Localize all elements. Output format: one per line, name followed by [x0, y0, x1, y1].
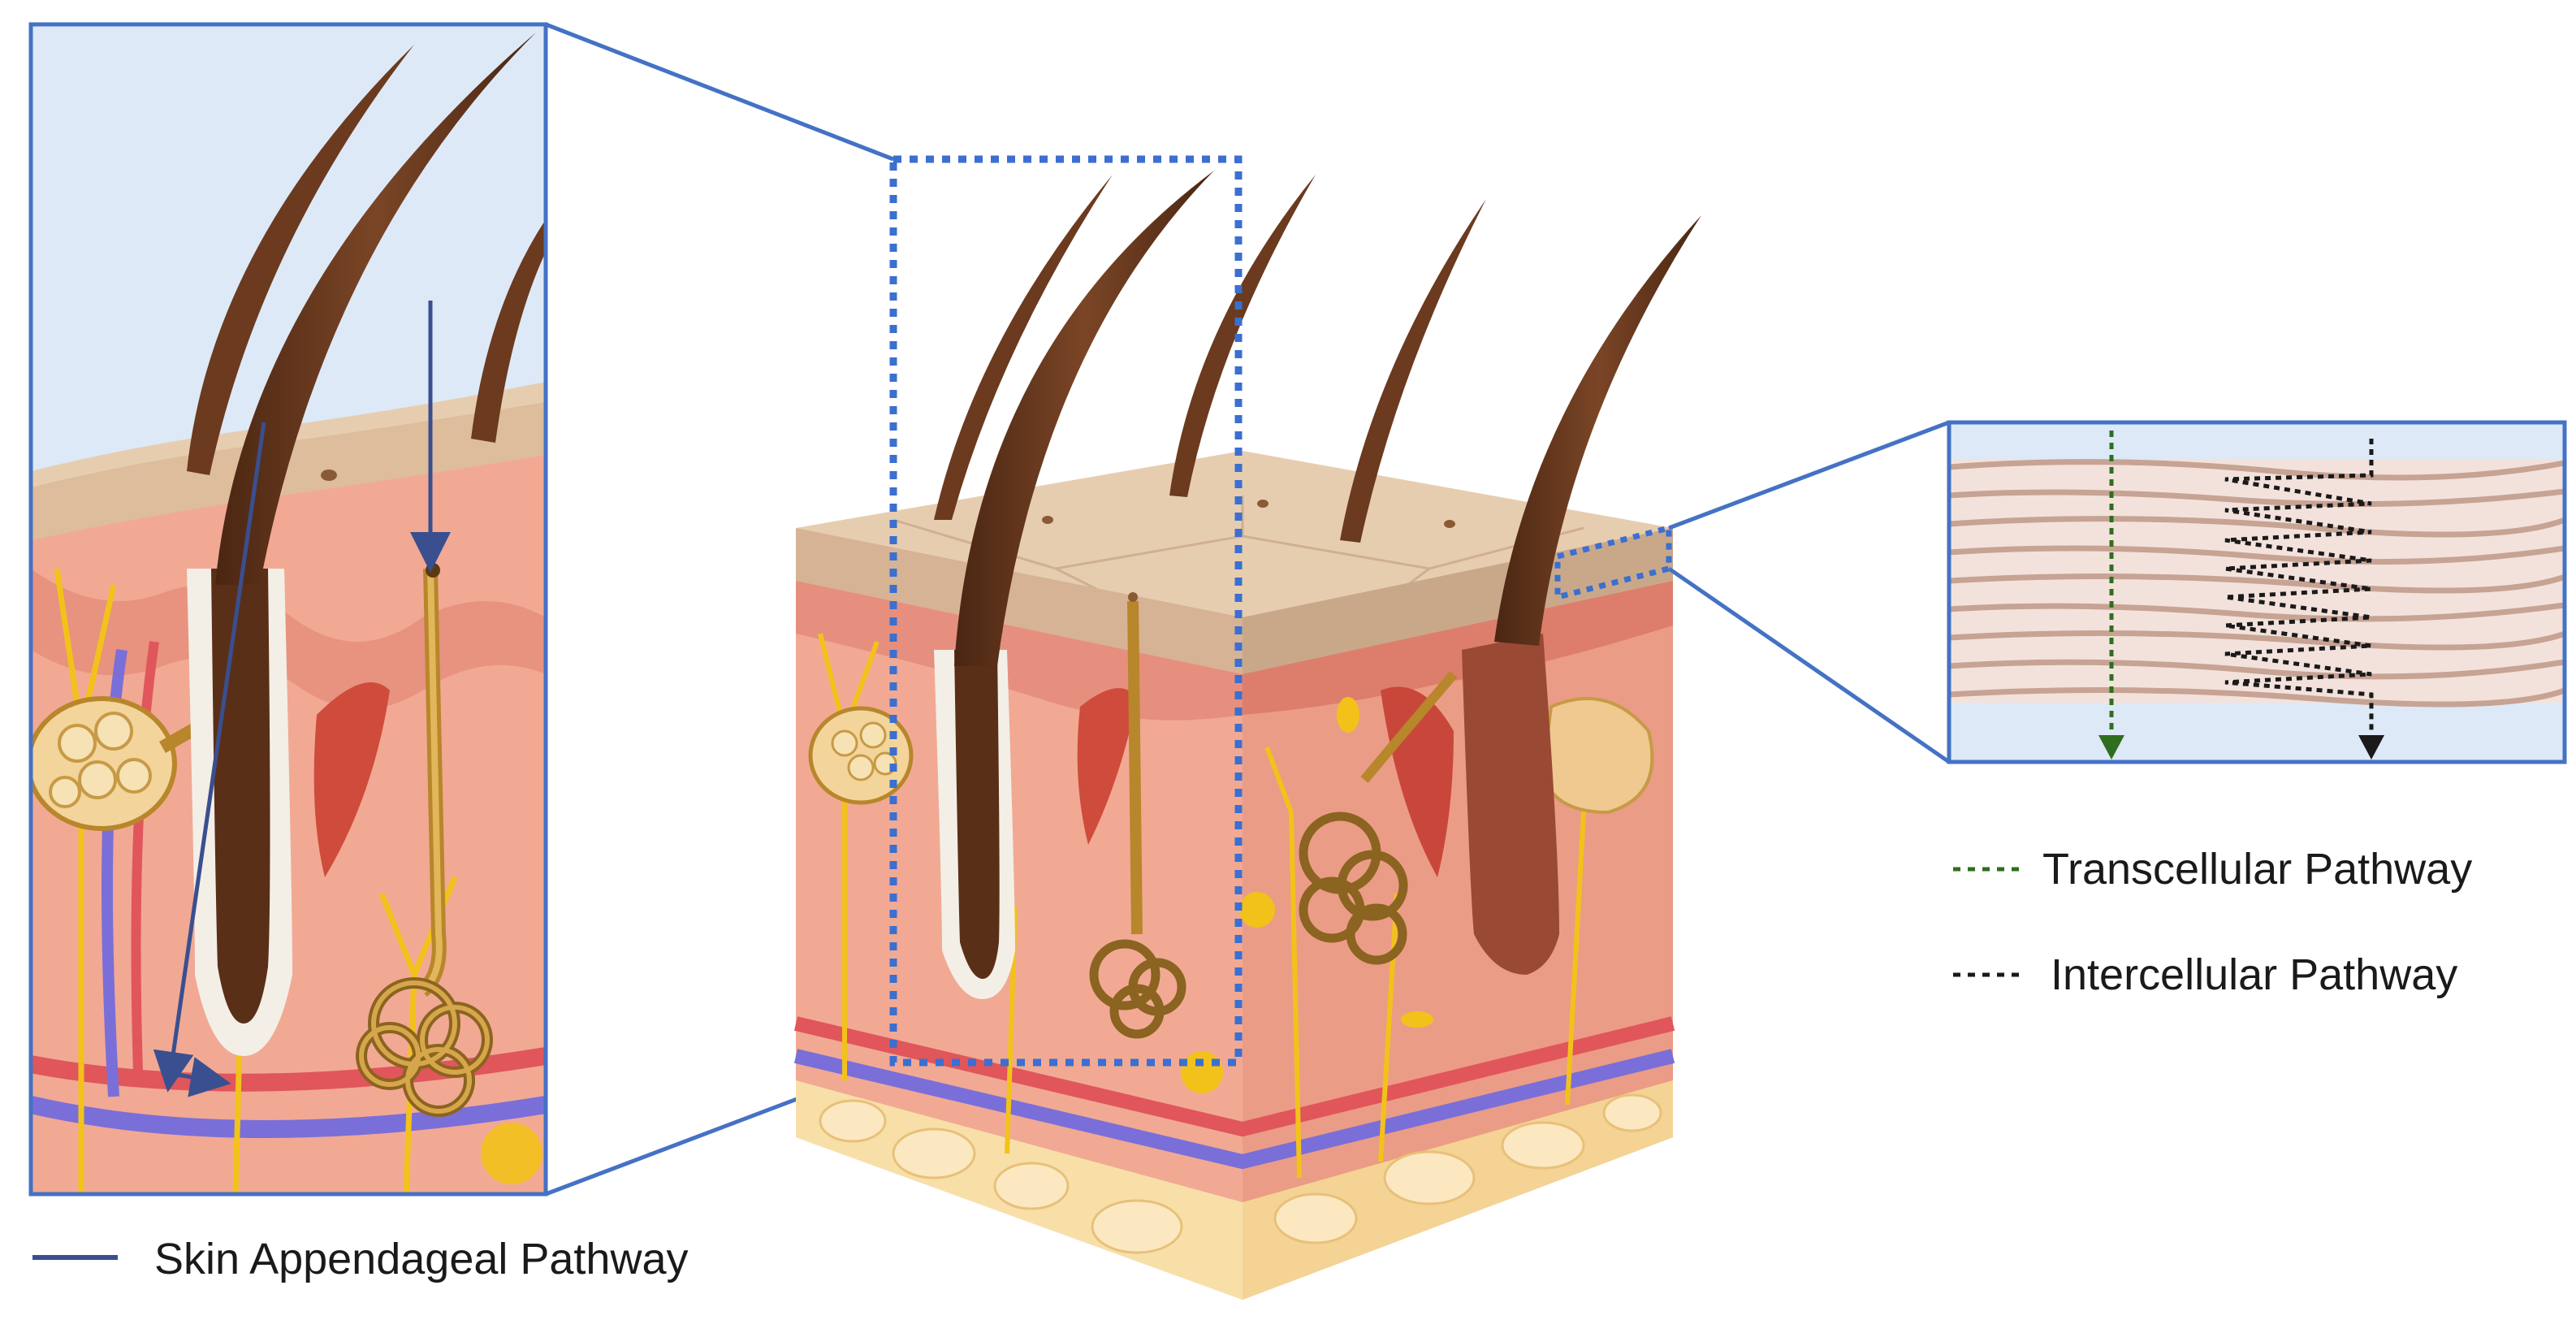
transcellular-arrowhead — [2098, 735, 2124, 760]
zoom-sweat-gland — [356, 563, 493, 1117]
zoom-arrector-muscle — [313, 682, 390, 877]
zoom-panel — [31, 24, 546, 1194]
zoom-sebaceous-gland — [31, 696, 223, 831]
appendageal-arrow-follicle — [153, 422, 266, 1093]
legend-intercellular-label: Intercellular Pathway — [2051, 950, 2457, 999]
legend-intercellular: Intercellular Pathway — [1953, 950, 2457, 999]
legend-appendageal: Skin Appendageal Pathway — [32, 1235, 689, 1283]
zoom-hair-3 — [471, 219, 546, 443]
zoom-connector-top — [545, 22, 894, 162]
stratum-corneum-frame — [1947, 420, 2567, 764]
zoom-hair-2 — [187, 45, 414, 475]
right-connector-top — [1668, 420, 1950, 530]
skin-block — [793, 171, 1701, 1300]
intercellular-path — [2224, 439, 2374, 731]
right-connector-bottom — [1667, 566, 1951, 764]
legend-appendageal-label: Skin Appendageal Pathway — [154, 1235, 689, 1283]
intercellular-arrowhead — [2358, 735, 2384, 760]
legend-transcellular: Transcellular Pathway — [1953, 845, 2472, 894]
zoom-panel-frame — [28, 22, 548, 1197]
legend-transcellular-label: Transcellular Pathway — [2042, 845, 2472, 894]
corneocyte-layers — [1949, 459, 2565, 708]
zoom-vein — [31, 1096, 546, 1138]
stratum-corneum-panel — [1949, 422, 2565, 762]
block-selection-box — [889, 155, 1243, 1067]
